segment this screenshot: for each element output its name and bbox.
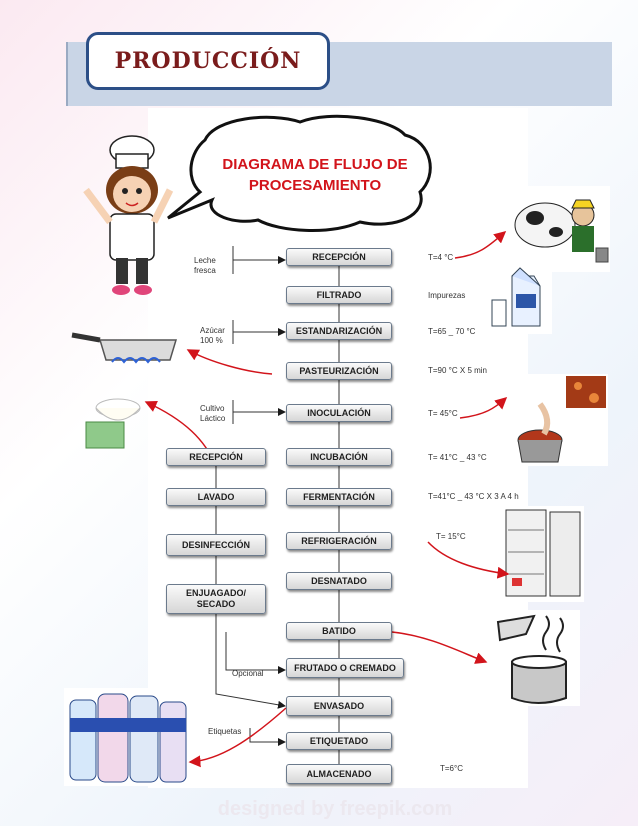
step-estandarizacion: ESTANDARIZACIÓN — [286, 322, 392, 340]
step-incubacion: INCUBACIÓN — [286, 448, 392, 466]
input-etiquetas: Etiquetas — [208, 727, 242, 736]
side-step-lavado: LAVADO — [166, 488, 266, 506]
speech-bubble — [167, 114, 432, 232]
step-recepcion: RECEPCIÓN — [286, 248, 392, 266]
input-opcional: Opcional — [232, 669, 264, 678]
cond-fermentacion: T=41°C _ 43 °C X 3 A 4 h — [428, 492, 519, 501]
step-refrigeracion: REFRIGERACIÓN — [286, 532, 392, 550]
step-filtrado: FILTRADO — [286, 286, 392, 304]
input-leche-fresca: Leche fresca — [194, 256, 216, 275]
cond-recepcion: T=4 °C — [428, 253, 454, 262]
step-desnatado: DESNATADO — [286, 572, 392, 590]
yogurt-culture-icon — [85, 398, 141, 449]
step-almacenado: ALMACENADO — [286, 764, 392, 784]
milk-pot-icon — [490, 610, 580, 706]
cow-milking-icon — [510, 186, 610, 272]
cond-almacenado: T=6°C — [440, 764, 463, 773]
cond-pasteurizacion: T=90 °C X 5 min — [428, 366, 487, 375]
cond-estandarizacion: T=65 _ 70 °C — [428, 327, 476, 336]
inoculation-icon — [512, 374, 608, 466]
step-batido: BATIDO — [286, 622, 392, 640]
watermark: designed by freepik.com — [217, 798, 453, 820]
cond-filtrado: Impurezas — [428, 291, 466, 300]
step-etiquetado: ETIQUETADO — [286, 732, 392, 750]
cond-refrigeracion: T= 15°C — [436, 532, 466, 541]
saucepan-icon — [71, 332, 178, 364]
milk-carton-icon — [488, 262, 552, 334]
chef-girl-icon — [83, 135, 174, 295]
side-step-enjuagado-secado: ENJUAGADO/ SECADO — [166, 584, 266, 614]
page-title: PRODUCCIÓN — [86, 32, 330, 90]
yogurt-bottles-icon — [64, 688, 190, 786]
input-cultivo-lactico: Cultivo Láctico — [200, 404, 226, 423]
cond-incubacion: T= 41°C _ 43 °C — [428, 453, 487, 462]
side-step-desinfeccion: DESINFECCIÓN — [166, 534, 266, 556]
step-frutado-cremado: FRUTADO O CREMADO — [286, 658, 404, 678]
cond-inoculacion: T= 45°C — [428, 409, 458, 418]
refrigerator-icon — [502, 506, 584, 602]
bubble-title: DIAGRAMA DE FLUJO DE PROCESAMIENTO — [222, 156, 408, 194]
step-inoculacion: INOCULACIÓN — [286, 404, 392, 422]
side-step-recepcion: RECEPCIÓN — [166, 448, 266, 466]
step-pasteurizacion: PASTEURIZACIÓN — [286, 362, 392, 380]
step-fermentacion: FERMENTACIÓN — [286, 488, 392, 506]
input-azucar: Azúcar 100 % — [200, 326, 225, 345]
step-envasado: ENVASADO — [286, 696, 392, 716]
